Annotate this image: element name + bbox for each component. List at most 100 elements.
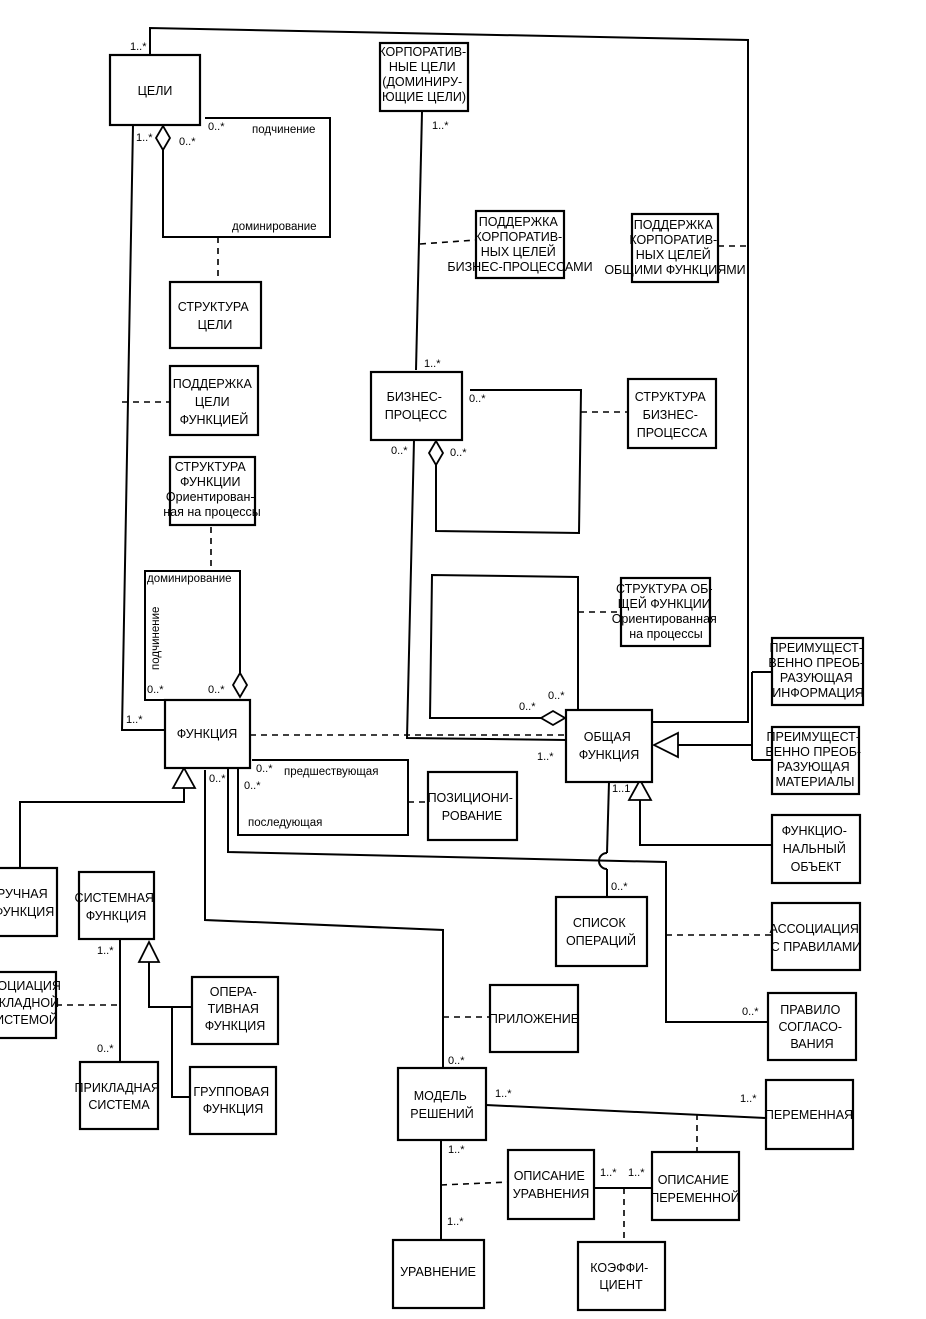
function-box	[163, 698, 252, 770]
application-system-label: ПРИКЛАДНАЯ СИСТЕМА	[75, 1081, 164, 1112]
application-label: ПРИЛОЖЕНИЕ	[489, 1012, 579, 1026]
variable-description-box	[650, 1150, 741, 1222]
multiplicity: 1..*	[136, 132, 153, 144]
group-function-box	[188, 1065, 278, 1136]
sysfunc-generalization-arrow	[137, 939, 161, 963]
decision-model-label: МОДЕЛЬ РЕШЕНИЙ	[410, 1089, 473, 1121]
multiplicity: 0..*	[256, 763, 273, 775]
positioning-label: ПОЗИЦИОНИ- РОВАНИЕ	[428, 791, 517, 823]
multiplicity: 0..*	[742, 1006, 759, 1018]
goals-aggregation-diamond	[154, 124, 172, 152]
variable-box	[764, 1078, 855, 1151]
connectors	[19, 26, 772, 1242]
info-transform-label: ПРЕИМУЩЕСТ- ВЕННО ПРЕОБ- РАЗУЮЩАЯ ИНФОРМ…	[768, 641, 867, 700]
multiplicity: 1..*	[537, 751, 554, 763]
function-label: ФУНКЦИЯ	[177, 727, 237, 741]
goal-support-function-label: ПОДДЕРЖКА ЦЕЛИ ФУНКЦИЕЙ	[173, 377, 256, 427]
support-bp-box	[474, 209, 566, 280]
app-association-label: ССОЦИАЦИЯ РИКЛАДНОЙ СИСТЕМОЙ	[0, 979, 64, 1027]
functional-object-label: ФУНКЦИО- НАЛЬНЫЙ ОБЪЕКТ	[782, 824, 851, 874]
bp-aggregation-diamond	[427, 439, 445, 467]
multiplicity: 0..*	[611, 881, 628, 893]
business-process-box	[369, 370, 464, 442]
group-function-label: ГРУППОВАЯ ФУНКЦИЯ	[193, 1085, 272, 1116]
gf-generalization-arrow	[651, 731, 679, 759]
multiplicity: 0..*	[208, 684, 225, 696]
system-function-box	[77, 870, 156, 941]
gf-structure-label: СТРУКТУРА ОБ- ЩЕЙ ФУНКЦИИ Ориентированна…	[612, 582, 721, 641]
multiplicity: 1..*	[448, 1144, 465, 1156]
support-gf-label: ПОДДЕРЖКА КОРПОРАТИВ- НЫХ ЦЕЛЕЙ ОБЩИМИ Ф…	[604, 218, 745, 277]
gf-generalization-arrow-bottom	[627, 778, 653, 801]
rules-association-box	[770, 901, 862, 972]
box-texts: ЦЕЛИ КОРПОРАТИВ- НЫЕ ЦЕЛИ (ДОМИНИРУ- ЮЩИ…	[0, 45, 867, 1292]
gf-aggregation-diamond	[539, 709, 567, 727]
variable-description-label: ОПИСАНИЕ ПЕРЕМЕННОЙ	[650, 1173, 740, 1205]
multiplicity: 1..*	[126, 714, 143, 726]
multiplicity: 1..*	[432, 120, 449, 132]
multiplicity: 1..*	[447, 1216, 464, 1228]
role-predecessor: предшествующая	[284, 766, 378, 778]
operations-list-label: СПИСОК ОПЕРАЦИЙ	[566, 916, 636, 948]
corporate-goals-label: КОРПОРАТИВ- НЫЕ ЦЕЛИ (ДОМИНИРУ- ЮЩИЕ ЦЕЛ…	[378, 45, 469, 104]
operative-function-label: ОПЕРА- ТИВНАЯ ФУНКЦИЯ	[205, 985, 265, 1033]
multiplicity: 0..*	[208, 121, 225, 133]
coefficient-box	[576, 1240, 667, 1312]
multiplicity: 1..*	[97, 945, 114, 957]
info-transform-box	[770, 636, 865, 707]
equation-label: УРАВНЕНИЕ	[400, 1265, 476, 1279]
multiplicity: 0..*	[209, 773, 226, 785]
corporate-goals-box	[378, 41, 470, 113]
function-structure-label: СТРУКТУРА ФУНКЦИИ Ориентирован- ная на п…	[163, 460, 261, 519]
multiplicity: 1..*	[628, 1167, 645, 1179]
rules-association-label: АССОЦИАЦИЯ С ПРАВИЛАМИ	[770, 922, 863, 954]
goals-label: ЦЕЛИ	[138, 84, 173, 98]
multiplicity: 0..*	[469, 393, 486, 405]
multiplicity: 1..1	[612, 783, 630, 795]
agreement-rule-box	[766, 991, 858, 1062]
goal-structure-box	[168, 280, 263, 350]
bp-structure-label: СТРУКТУРА БИЗНЕС- ПРОЦЕССА	[635, 390, 709, 440]
material-transform-box	[770, 725, 861, 796]
multiplicity: 1..*	[600, 1167, 617, 1179]
multiplicity: 0..*	[147, 684, 164, 696]
multiplicity: 0..*	[244, 780, 261, 792]
support-gf-box	[630, 212, 720, 284]
gf-structure-box	[619, 576, 712, 648]
multiplicity: 0..*	[179, 136, 196, 148]
multiplicity: 0..*	[519, 701, 536, 713]
equation-box	[391, 1238, 486, 1310]
manual-function-box	[0, 866, 59, 938]
multiplicity: 0..*	[97, 1043, 114, 1055]
function-generalization-arrow	[171, 766, 197, 789]
material-transform-label: ПРЕИМУЩЕСТ- ВЕННО ПРЕОБ- РАЗУЮЩАЯ МАТЕРИ…	[765, 730, 864, 789]
goal-support-function-box	[168, 364, 260, 437]
multiplicity: 1..*	[424, 358, 441, 370]
aggregation-diamonds	[154, 124, 567, 727]
functional-object-box	[770, 813, 862, 885]
role-domination-function: доминирование	[147, 573, 232, 585]
variable-label: ПЕРЕМЕННАЯ	[765, 1108, 853, 1122]
app-association-box	[0, 970, 58, 1040]
operations-list-box	[554, 895, 649, 968]
goals-box	[108, 53, 202, 127]
support-bp-label: ПОДДЕРЖКА КОРПОРАТИВ- НЫХ ЦЕЛЕЙ БИЗНЕС-П…	[447, 215, 592, 274]
general-function-label: ОБЩАЯ ФУНКЦИЯ	[579, 730, 639, 762]
goal-structure-label: СТРУКТУРА ЦЕЛИ	[178, 300, 252, 332]
bp-structure-box	[626, 377, 718, 450]
manual-function-label: РУЧНАЯ ФУНКЦИЯ	[0, 887, 54, 919]
coefficient-label: КОЭФФИ- ЦИЕНТ	[590, 1261, 652, 1292]
multiplicity: 0..*	[391, 445, 408, 457]
class-boxes	[0, 41, 865, 1312]
equation-description-box	[506, 1148, 596, 1221]
system-function-label: СИСТЕМНАЯ ФУНКЦИЯ	[75, 891, 158, 923]
function-structure-box	[168, 455, 257, 527]
role-subordination-function: подчинение	[150, 607, 162, 670]
multiplicity: 1..*	[495, 1088, 512, 1100]
application-system-box	[78, 1060, 160, 1131]
multiplicity: 0..*	[448, 1055, 465, 1067]
decision-model-box	[396, 1066, 488, 1142]
application-box	[488, 983, 580, 1054]
agreement-rule-label: ПРАВИЛО СОГЛАСО- ВАНИЯ	[779, 1003, 846, 1051]
